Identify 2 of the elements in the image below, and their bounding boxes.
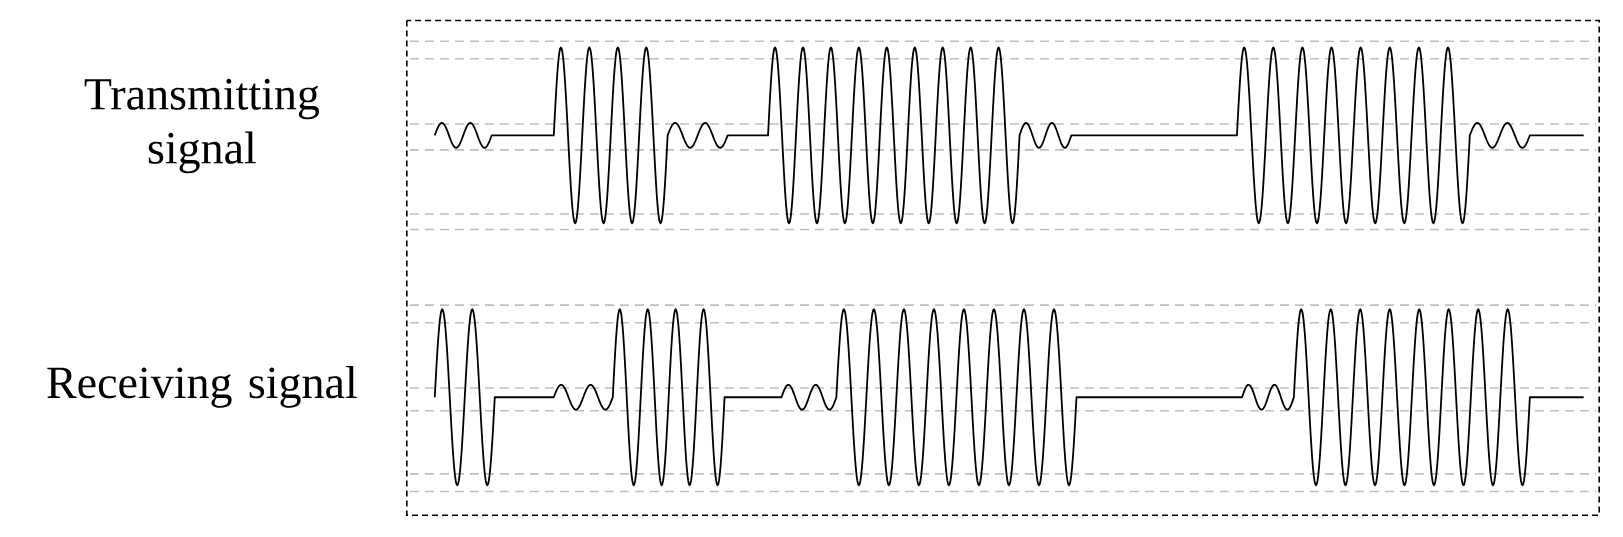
signal-label: Receiving signal [47,366,357,408]
signal-label: Transmitting signal [84,78,320,174]
